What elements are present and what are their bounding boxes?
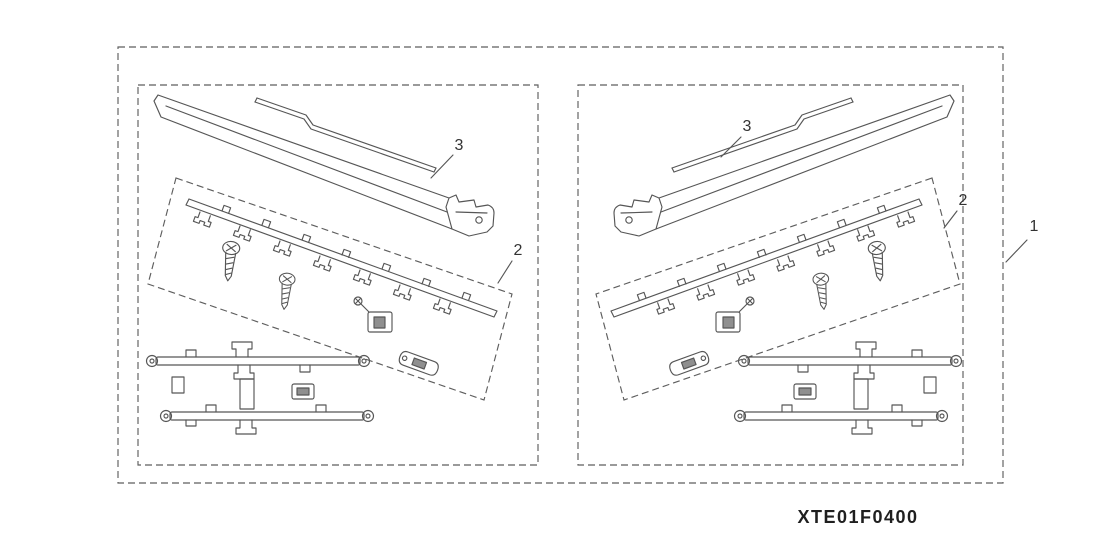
left-side-boundary: [137, 84, 539, 466]
leader-3-left: [430, 154, 454, 179]
callout-2-right: 2: [959, 192, 968, 209]
leader-2-left: [497, 260, 513, 284]
part-code: XTE01F0400: [797, 507, 918, 527]
kit-outer-boundary: [117, 46, 1004, 484]
callout-1: 1: [1030, 218, 1039, 235]
right-panel-parts: [596, 95, 962, 434]
right-side-boundary: [577, 84, 964, 466]
callout-3-left: 3: [455, 137, 464, 154]
leader-1: [1005, 239, 1028, 263]
leader-2-right: [943, 210, 958, 229]
callout-2-left: 2: [514, 242, 523, 259]
leader-3-right: [720, 136, 742, 158]
callout-leader-lines: [430, 136, 1028, 284]
callout-3-right: 3: [743, 118, 752, 135]
